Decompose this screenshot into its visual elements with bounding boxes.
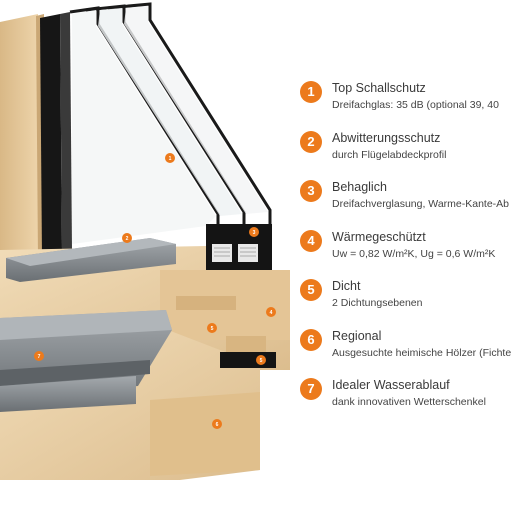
feature-title: Idealer Wasserablauf: [332, 378, 450, 392]
feature-item: 3 Behaglich Dreifachverglasung, Warme-Ka…: [300, 177, 520, 227]
number-badge: 5: [300, 279, 322, 301]
callout-5b: 5: [256, 355, 266, 365]
number-badge: 1: [300, 81, 322, 103]
number-badge: 4: [300, 229, 322, 252]
feature-title: Regional: [332, 328, 382, 343]
callout-7: 7: [34, 351, 44, 361]
svg-text:1: 1: [169, 156, 172, 162]
feature-list: 1 Top Schallschutz Dreifachglas: 35 dB (…: [300, 78, 520, 425]
svg-text:5: 5: [260, 358, 263, 364]
svg-text:7: 7: [38, 354, 41, 360]
feature-desc: Uw = 0,82 W/m²K, Ug = 0,6 W/m²K: [332, 247, 496, 260]
warm-edge-spacer: [206, 224, 272, 276]
feature-desc: Ausgesuchte heimische Hölzer (Fichte: [332, 346, 512, 359]
callout-5a: 5: [207, 323, 217, 333]
feature-item: 2 Abwitterungsschutz durch Flügelabdeckp…: [300, 128, 520, 178]
svg-text:2: 2: [126, 236, 129, 242]
callout-6: 6: [212, 419, 222, 429]
callout-1: 1: [165, 153, 175, 163]
feature-title: Wärmegeschützt: [332, 229, 426, 244]
glazing-edge-seal: [40, 12, 72, 258]
svg-text:6: 6: [216, 422, 219, 428]
sash-cover-profile: [6, 238, 176, 282]
number-badge: 3: [300, 180, 322, 202]
feature-desc: dank innovativen Wetterschenkel: [332, 396, 486, 408]
feature-title: Dicht: [332, 279, 361, 293]
feature-title: Abwitterungsschutz: [332, 130, 441, 145]
feature-item: 4 Wärmegeschützt Uw = 0,82 W/m²K, Ug = 0…: [300, 227, 520, 277]
triple-glazing: [69, 2, 272, 228]
callout-3: 3: [249, 227, 259, 237]
glass-surface: [72, 6, 268, 244]
feature-title: Top Schallschutz: [332, 81, 426, 95]
number-badge: 2: [300, 130, 322, 153]
feature-title: Behaglich: [332, 180, 387, 194]
svg-text:4: 4: [270, 310, 273, 316]
number-badge: 6: [300, 328, 322, 351]
feature-item: 1 Top Schallschutz Dreifachglas: 35 dB (…: [300, 78, 520, 128]
svg-text:3: 3: [253, 230, 256, 236]
feature-desc: 2 Dichtungsebenen: [332, 297, 423, 309]
feature-item: 5 Dicht 2 Dichtungsebenen: [300, 276, 520, 326]
feature-desc: durch Flügelabdeckprofil: [332, 148, 447, 161]
svg-text:5: 5: [211, 326, 214, 332]
weather-bar: [0, 310, 172, 412]
feature-item: 7 Idealer Wasserablauf dank innovativen …: [300, 375, 520, 425]
feature-desc: Dreifachverglasung, Warme-Kante-Ab: [332, 198, 510, 210]
number-badge: 7: [300, 378, 322, 400]
feature-item: 6 Regional Ausgesuchte heimische Hölzer …: [300, 326, 520, 376]
callout-2: 2: [122, 233, 132, 243]
callout-4: 4: [266, 307, 276, 317]
feature-desc: Dreifachglas: 35 dB (optional 39, 40: [332, 99, 499, 111]
